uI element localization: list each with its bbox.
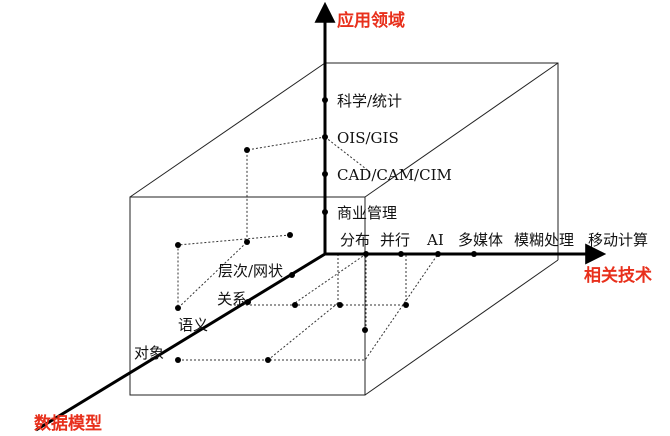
dot-science <box>322 97 328 103</box>
dot-hierarchical <box>289 272 295 278</box>
label-object: 对象 <box>134 344 164 362</box>
label-parallel: 并行 <box>380 231 410 249</box>
dots <box>175 97 477 363</box>
dot-inner-7 <box>292 302 298 308</box>
label-multimedia: 多媒体 <box>458 231 503 249</box>
dot-ois <box>322 134 328 140</box>
label-mobile: 移动计算 <box>588 231 648 249</box>
guide-semantic <box>177 136 326 310</box>
label-business: 商业管理 <box>337 204 397 222</box>
dot-multimedia <box>471 251 477 257</box>
dot-inner-4 <box>244 239 250 245</box>
label-fuzzy: 模糊处理 <box>514 231 574 249</box>
dot-object <box>175 357 181 363</box>
axis-title-depth: 数据模型 <box>34 413 102 434</box>
guide-hierarchical <box>291 253 367 330</box>
dot-inner-3 <box>287 232 293 238</box>
cube-edge-bottom-right <box>364 259 559 396</box>
axis-depth <box>35 252 326 432</box>
axis-title-vertical: 应用领域 <box>337 10 405 31</box>
dot-inner-2 <box>175 242 181 248</box>
dot-distributed <box>363 251 369 257</box>
dot-cad <box>322 171 328 177</box>
dot-relational <box>245 299 251 305</box>
axes <box>35 1 607 432</box>
dot-inner-9 <box>403 302 409 308</box>
label-distributed: 分布 <box>340 231 370 249</box>
cube-front-face <box>129 196 366 396</box>
guide-object <box>178 253 439 361</box>
label-ai: AI <box>426 231 444 249</box>
label-ois: OIS/GIS <box>337 129 399 147</box>
dot-business <box>322 209 328 215</box>
dot-inner-1 <box>244 147 250 153</box>
dot-parallel <box>398 251 404 257</box>
cube-wireframe <box>129 62 559 396</box>
dot-inner-10 <box>362 327 368 333</box>
label-science: 科学/统计 <box>337 92 402 110</box>
dot-inner-8 <box>337 302 343 308</box>
label-cad: CAD/CAM/CIM <box>337 166 452 184</box>
guide-cad <box>324 136 371 173</box>
label-hierarchical: 层次/网状 <box>218 262 283 280</box>
dot-ai <box>435 251 441 257</box>
cube-edge-top-left <box>129 62 326 198</box>
label-semantic: 语义 <box>178 316 208 334</box>
guide-relational-drop <box>267 302 339 361</box>
axis-title-horizontal: 相关技术 <box>584 265 652 286</box>
cube-edge-top-right <box>364 62 559 198</box>
dot-inner-6 <box>265 357 271 363</box>
label-relational: 关系 <box>217 290 247 308</box>
dot-inner-5 <box>175 305 181 311</box>
